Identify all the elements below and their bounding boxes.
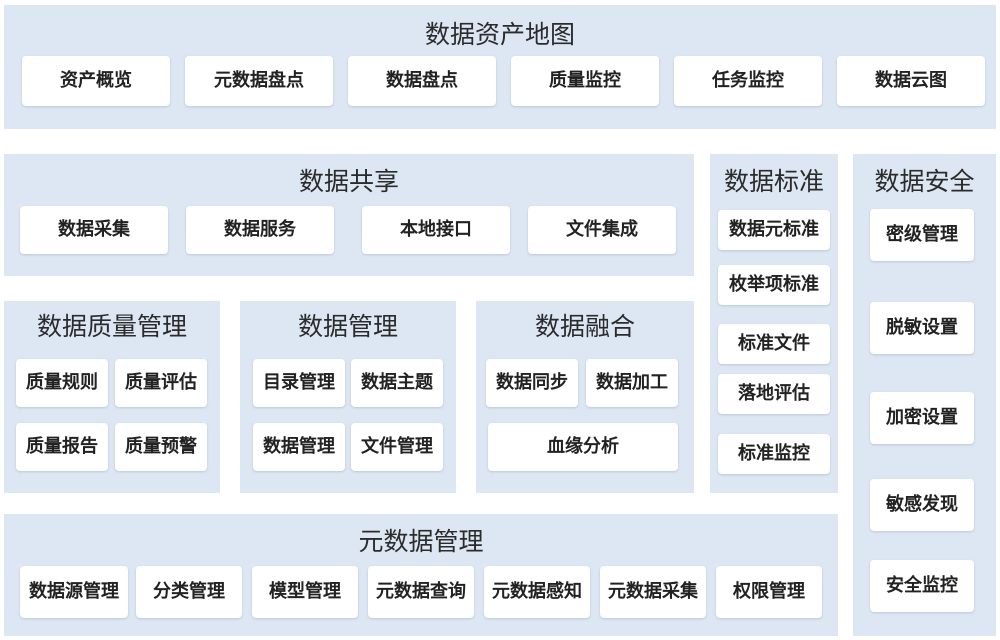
data-sync-box[interactable]: 数据同步 [486, 359, 578, 407]
datasource-mgmt-box[interactable]: 数据源管理 [20, 566, 128, 618]
data-processing-box[interactable]: 数据加工 [586, 359, 678, 407]
masking-settings-box[interactable]: 脱敏设置 [870, 302, 974, 354]
quality-rules-box[interactable]: 质量规则 [16, 359, 108, 407]
data-sharing-title: 数据共享 [298, 167, 399, 196]
file-integration-box[interactable]: 文件集成 [528, 206, 676, 254]
data-service-box[interactable]: 数据服务 [186, 206, 334, 254]
lineage-analysis-box[interactable]: 血缘分析 [488, 423, 678, 471]
quality-alert-box[interactable]: 质量预警 [115, 423, 207, 471]
data-mgmt-box[interactable]: 数据管理 [253, 423, 345, 471]
model-mgmt-box[interactable]: 模型管理 [252, 566, 358, 618]
data-management-panel: 数据管理 目录管理 数据主题 数据管理 文件管理 [240, 301, 456, 493]
metadata-panel: 元数据管理 数据源管理 分类管理 模型管理 元数据查询 元数据感知 元数据采集 … [4, 514, 838, 636]
file-mgmt-box[interactable]: 文件管理 [351, 423, 443, 471]
data-security-panel: 数据安全 密级管理 脱敏设置 加密设置 敏感发现 安全监控 [853, 154, 996, 636]
classification-mgmt-box[interactable]: 密级管理 [870, 209, 974, 261]
metadata-title: 元数据管理 [358, 527, 484, 556]
metadata-perception-box[interactable]: 元数据感知 [484, 566, 590, 618]
metadata-inventory-box[interactable]: 元数据盘点 [185, 56, 333, 106]
data-collection-box[interactable]: 数据采集 [20, 206, 168, 254]
asset-map-panel: 数据资产地图 资产概览 元数据盘点 数据盘点 质量监控 任务监控 数据云图 [4, 5, 996, 129]
sensitive-discovery-box[interactable]: 敏感发现 [870, 479, 974, 531]
data-topic-box[interactable]: 数据主题 [351, 359, 443, 407]
task-monitor-box[interactable]: 任务监控 [674, 56, 822, 106]
permission-mgmt-box[interactable]: 权限管理 [716, 566, 822, 618]
quality-report-box[interactable]: 质量报告 [16, 423, 108, 471]
data-element-standard-box[interactable]: 数据元标准 [718, 210, 830, 250]
data-quality-title: 数据质量管理 [36, 312, 187, 341]
data-cloud-map-box[interactable]: 数据云图 [837, 56, 985, 106]
data-inventory-box[interactable]: 数据盘点 [348, 56, 496, 106]
data-fusion-panel: 数据融合 数据同步 数据加工 血缘分析 [476, 301, 694, 493]
metadata-collection-box[interactable]: 元数据采集 [600, 566, 706, 618]
landing-evaluation-box[interactable]: 落地评估 [718, 374, 830, 414]
data-sharing-panel: 数据共享 数据采集 数据服务 本地接口 文件集成 [4, 154, 694, 276]
security-monitor-box[interactable]: 安全监控 [870, 560, 974, 612]
local-interface-box[interactable]: 本地接口 [362, 206, 510, 254]
data-quality-panel: 数据质量管理 质量规则 质量评估 质量报告 质量预警 [4, 301, 220, 493]
asset-overview-box[interactable]: 资产概览 [22, 56, 170, 106]
metadata-query-box[interactable]: 元数据查询 [368, 566, 474, 618]
data-standards-title: 数据标准 [723, 167, 824, 196]
catalog-mgmt-box[interactable]: 目录管理 [253, 359, 345, 407]
standard-file-box[interactable]: 标准文件 [718, 324, 830, 364]
encryption-settings-box[interactable]: 加密设置 [870, 392, 974, 444]
enum-standard-box[interactable]: 枚举项标准 [718, 265, 830, 305]
quality-assessment-box[interactable]: 质量评估 [115, 359, 207, 407]
data-standards-panel: 数据标准 数据元标准 枚举项标准 标准文件 落地评估 标准监控 [710, 154, 838, 493]
asset-map-title: 数据资产地图 [424, 20, 575, 49]
data-management-title: 数据管理 [297, 312, 398, 341]
standard-monitor-box[interactable]: 标准监控 [718, 434, 830, 474]
data-fusion-title: 数据融合 [534, 312, 635, 341]
data-security-title: 数据安全 [874, 167, 975, 196]
quality-monitor-box[interactable]: 质量监控 [511, 56, 659, 106]
category-mgmt-box[interactable]: 分类管理 [136, 566, 242, 618]
